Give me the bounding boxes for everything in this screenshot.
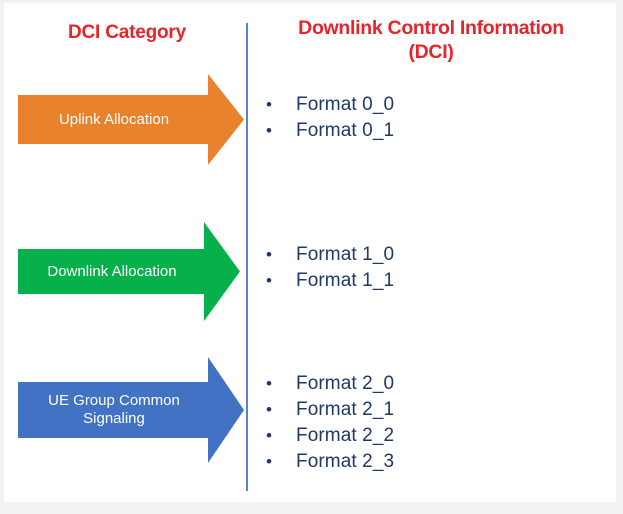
arrow-ue-group-common-signaling: UE Group Common Signaling [18,357,244,463]
bullet-icon: • [266,95,272,114]
arrow-label-uegroup: UE Group Common Signaling [48,392,180,427]
format-label: Format 2_0 [296,373,395,394]
column-header-dci-line2: (DCI) [408,41,454,63]
column-header-dci: Downlink Control Information (DCI) [256,16,606,64]
list-item: • Format 1_1 [266,268,394,294]
bullet-icon: • [266,121,272,140]
arrow-label-downlink: Downlink Allocation [47,262,177,280]
arrow-shape-icon [18,357,244,463]
format-list-uegroup: • Format 2_0 • Format 2_1 • Format 2_2 •… [266,371,394,475]
bullet-icon: • [266,426,272,445]
format-label: Format 1_1 [296,270,395,291]
column-divider [246,23,248,491]
bullet-icon: • [266,271,272,290]
arrow-downlink-allocation: Downlink Allocation [18,222,240,321]
format-list-uplink: • Format 0_0 • Format 0_1 [266,92,394,144]
list-item: • Format 2_3 [266,449,394,475]
slide-surface: DCI Category Downlink Control Informatio… [4,3,616,502]
column-header-dci-category: DCI Category [68,22,186,43]
format-label: Format 1_0 [296,244,395,265]
bullet-icon: • [266,374,272,393]
format-label: Format 0_0 [296,94,395,115]
bullet-icon: • [266,400,272,419]
arrow-uplink-allocation: Uplink Allocation [18,74,244,165]
format-label: Format 2_2 [296,425,395,446]
list-item: • Format 0_1 [266,118,394,144]
format-list-downlink: • Format 1_0 • Format 1_1 [266,242,394,294]
list-item: • Format 0_0 [266,92,394,118]
list-item: • Format 2_2 [266,423,394,449]
arrow-label-uplink: Uplink Allocation [58,110,170,128]
format-label: Format 2_1 [296,399,395,420]
arrow-shape-icon [18,222,240,321]
column-header-dci-line1: Downlink Control Information [298,17,564,39]
arrow-shape-icon [18,74,244,165]
list-item: • Format 2_1 [266,397,394,423]
list-item: • Format 2_0 [266,371,394,397]
list-item: • Format 1_0 [266,242,394,268]
format-label: Format 0_1 [296,120,395,141]
format-label: Format 2_3 [296,451,395,472]
bullet-icon: • [266,245,272,264]
bullet-icon: • [266,452,272,471]
